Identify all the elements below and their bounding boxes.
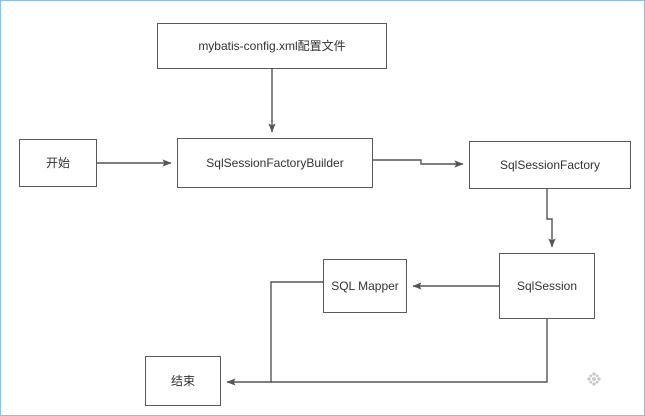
node-sqlsessionfactory-label: SqlSessionFactory bbox=[499, 157, 601, 172]
diamond-watermark bbox=[587, 372, 601, 386]
node-config-label: mybatis-config.xml配置文件 bbox=[198, 38, 346, 53]
node-end[interactable]: 结束 bbox=[145, 356, 221, 406]
node-start-label: 开始 bbox=[45, 155, 70, 170]
edge-session-to-end bbox=[271, 319, 548, 383]
node-sql-mapper[interactable]: SQL Mapper bbox=[323, 259, 407, 313]
node-sqlsession[interactable]: SqlSession bbox=[499, 253, 595, 319]
node-config[interactable]: mybatis-config.xml配置文件 bbox=[157, 23, 387, 69]
edge-factory-to-session bbox=[546, 189, 556, 248]
node-sql-mapper-label: SQL Mapper bbox=[331, 278, 399, 293]
node-start[interactable]: 开始 bbox=[19, 139, 97, 187]
node-sqlsessionfactorybuilder-label: SqlSessionFactoryBuilder bbox=[206, 155, 344, 170]
node-sqlsessionfactorybuilder[interactable]: SqlSessionFactoryBuilder bbox=[177, 138, 373, 188]
node-end-label: 结束 bbox=[170, 373, 195, 388]
edge-builder-to-factory bbox=[373, 159, 464, 168]
node-sqlsession-label: SqlSession bbox=[516, 278, 578, 293]
edge-mapper-to-end bbox=[226, 281, 323, 386]
node-sqlsessionfactory[interactable]: SqlSessionFactory bbox=[469, 141, 631, 189]
